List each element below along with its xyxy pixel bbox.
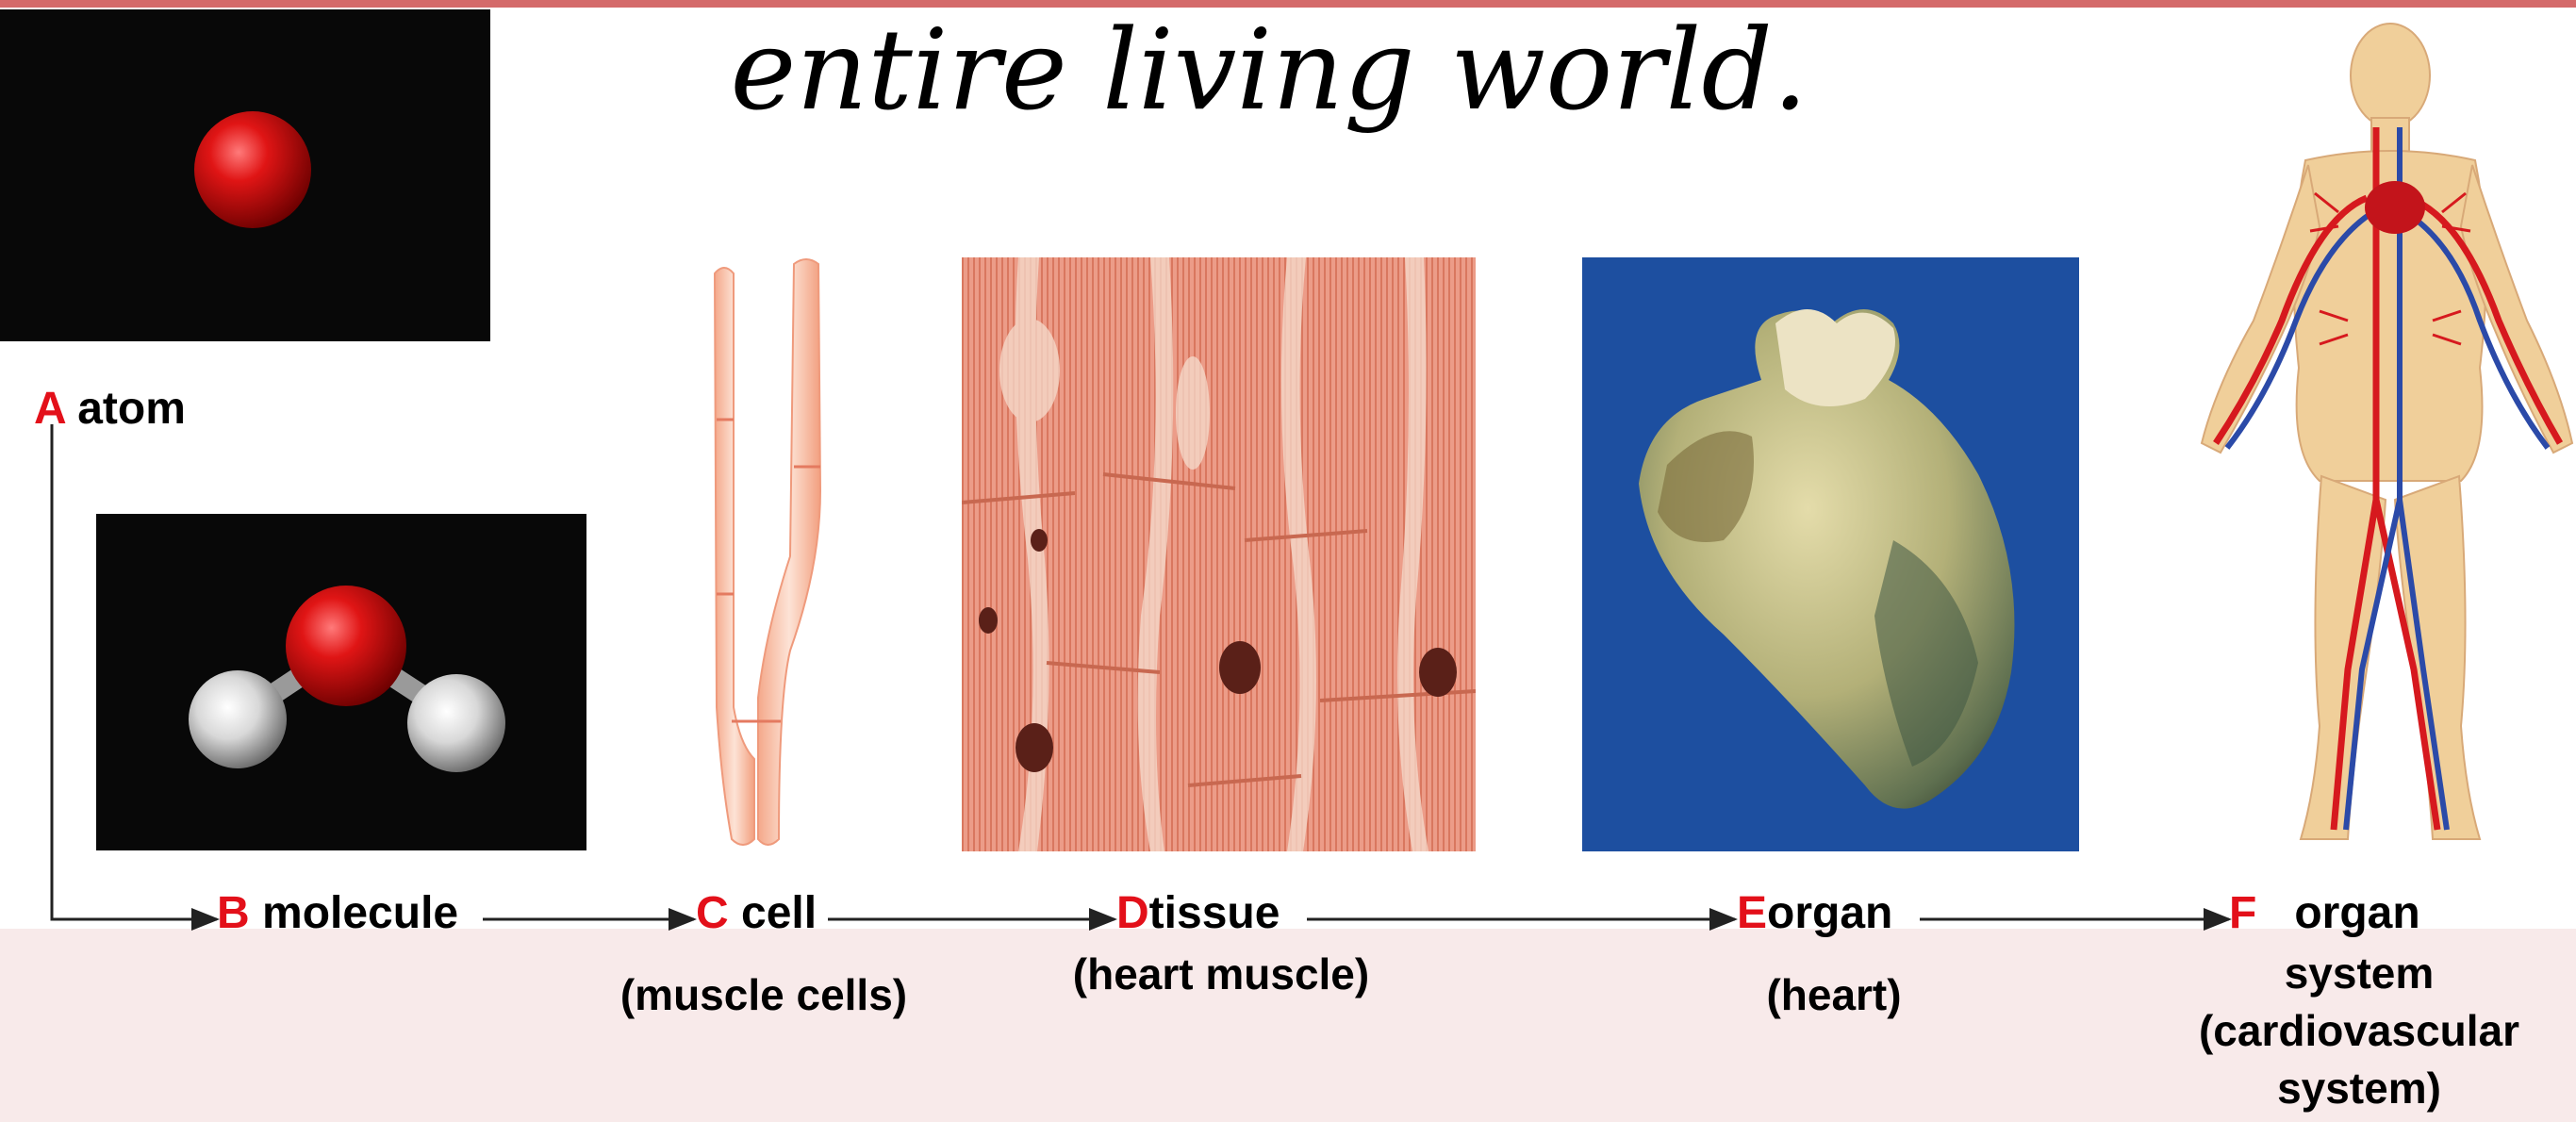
level-letter: D	[1116, 888, 1149, 938]
level-letter: A	[34, 384, 65, 434]
level-name: atom	[77, 384, 186, 434]
level-detail-organ-system: system (cardiovascular system)	[2152, 945, 2567, 1118]
atom-image	[0, 9, 490, 341]
muscle-cells-image	[688, 255, 849, 853]
level-label-organ-system: F organ	[2229, 891, 2420, 936]
level-letter: E	[1737, 888, 1767, 938]
level-name: organ	[2294, 888, 2419, 938]
level-detail-cell: (muscle cells)	[575, 965, 952, 1024]
level-label-organ: Eorgan	[1737, 891, 1892, 936]
level-label-tissue: Dtissue	[1116, 891, 1280, 936]
level-label-atom: A atom	[34, 387, 186, 432]
water-molecule-image	[96, 514, 586, 850]
level-letter: B	[217, 888, 250, 938]
level-name: organ	[1767, 888, 1892, 938]
level-letter: C	[696, 888, 729, 938]
heart-organ-image	[1582, 257, 2079, 851]
page-title-text: entire living world.	[731, 5, 1808, 135]
level-label-molecule: B molecule	[217, 891, 458, 936]
level-name: molecule	[262, 888, 458, 938]
heart-muscle-tissue-image	[962, 257, 1476, 851]
level-detail-organ: (heart)	[1688, 965, 1980, 1024]
cardiovascular-system-image	[2178, 9, 2576, 853]
level-name: cell	[741, 888, 817, 938]
level-name: tissue	[1149, 888, 1280, 938]
level-detail-tissue: (heart muscle)	[1028, 945, 1414, 1003]
level-label-cell: C cell	[696, 891, 817, 936]
level-letter: F	[2229, 888, 2256, 938]
